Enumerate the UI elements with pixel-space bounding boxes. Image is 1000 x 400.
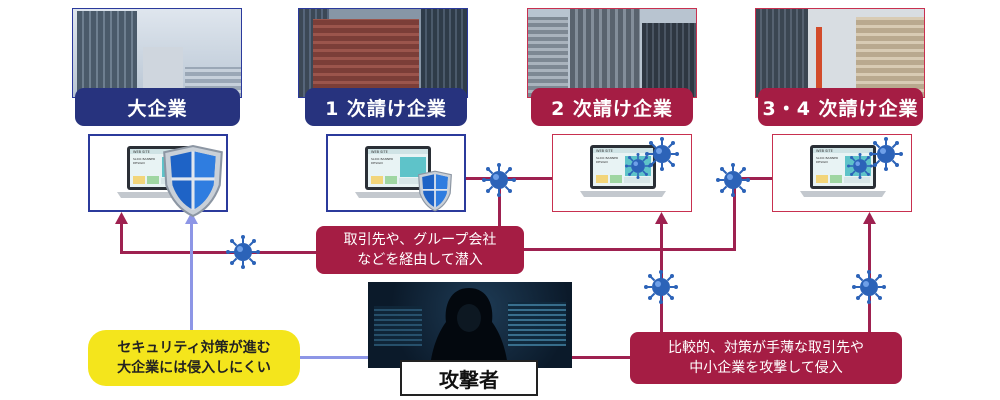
virus-icon xyxy=(482,163,516,197)
callout-large-secure: セキュリティ対策が進む 大企業には侵入しにくい xyxy=(88,330,300,386)
company-label-large: 大企業 xyxy=(75,88,240,126)
callout-weak-targets: 比較的、対策が手薄な取引先や 中小企業を攻撃して侵入 xyxy=(630,332,902,384)
virus-icon xyxy=(644,270,678,304)
laptop-line1: SLICK BANNER xyxy=(371,157,393,161)
callout-weak-targets-line2: 中小企業を攻撃して侵入 xyxy=(689,360,843,376)
virus-icon xyxy=(625,153,651,179)
virus-icon xyxy=(847,153,873,179)
hacker-icon xyxy=(430,288,508,368)
blocked-path-vertical xyxy=(190,220,193,334)
card-tier34-company: WEB SITE SLICK BANNER DESIGN xyxy=(772,134,912,212)
card-tier2-company: WEB SITE SLICK BANNER DESIGN xyxy=(552,134,692,212)
callout-supply-chain: 取引先や、グループ会社 などを経由して潜入 xyxy=(316,226,524,274)
attack-path-to-tier34 xyxy=(733,177,773,180)
attack-path-up-large xyxy=(120,220,123,253)
company-label-tier1: 1 次請け企業 xyxy=(305,88,467,126)
attacker-to-weak-box xyxy=(570,356,632,359)
laptop-line1: SLICK BANNER xyxy=(596,156,618,160)
tier1-company-photo xyxy=(298,8,468,98)
shield-icon xyxy=(417,170,453,212)
virus-icon xyxy=(716,163,750,197)
laptop-line2: DESIGN xyxy=(133,161,145,165)
laptop-header: WEB SITE xyxy=(596,149,613,153)
tier2-company-photo xyxy=(527,8,697,98)
arrow-to-tier2 xyxy=(655,212,668,224)
laptop-line2: DESIGN xyxy=(371,161,383,165)
attack-path-up-tier1 xyxy=(498,177,501,227)
laptop-line1: SLICK BANNER xyxy=(816,156,838,160)
callout-supply-chain-line1: 取引先や、グループ会社 xyxy=(343,232,497,248)
callout-supply-chain-line2: などを経由して潜入 xyxy=(357,252,483,268)
laptop-line2: DESIGN xyxy=(816,160,828,164)
virus-icon xyxy=(852,270,886,304)
arrow-to-large xyxy=(115,212,128,224)
attack-path-left xyxy=(120,251,320,254)
blocked-path-horizontal xyxy=(300,356,370,359)
laptop-icon: WEB SITE SLICK BANNER DESIGN xyxy=(355,146,441,198)
virus-icon xyxy=(869,137,903,171)
attacker-label: 攻撃者 xyxy=(400,360,538,396)
laptop-header: WEB SITE xyxy=(816,149,833,153)
attack-path-right xyxy=(520,248,736,251)
callout-large-secure-line2: 大企業には侵入しにくい xyxy=(117,360,271,376)
laptop-line2: DESIGN xyxy=(596,160,608,164)
company-label-tier34: 3・4 次請け企業 xyxy=(758,88,923,126)
callout-weak-targets-line1: 比較的、対策が手薄な取引先や xyxy=(668,340,864,356)
attacker-image xyxy=(368,282,572,368)
attack-path-up-tier34 xyxy=(733,177,736,250)
card-large-company: WEB SITE SLICK BANNER DESIGN xyxy=(88,134,228,218)
callout-large-secure-line1: セキュリティ対策が進む xyxy=(117,340,271,356)
laptop-line1: SLICK BANNER xyxy=(133,157,155,161)
card-tier1-company: WEB SITE SLICK BANNER DESIGN xyxy=(326,134,466,212)
laptop-header: WEB SITE xyxy=(133,150,150,154)
shield-icon xyxy=(162,144,224,218)
arrow-blocked-large xyxy=(185,212,198,224)
virus-icon xyxy=(226,235,260,269)
arrow-to-tier34 xyxy=(863,212,876,224)
laptop-header: WEB SITE xyxy=(371,150,388,154)
company-label-tier2: 2 次請け企業 xyxy=(531,88,693,126)
